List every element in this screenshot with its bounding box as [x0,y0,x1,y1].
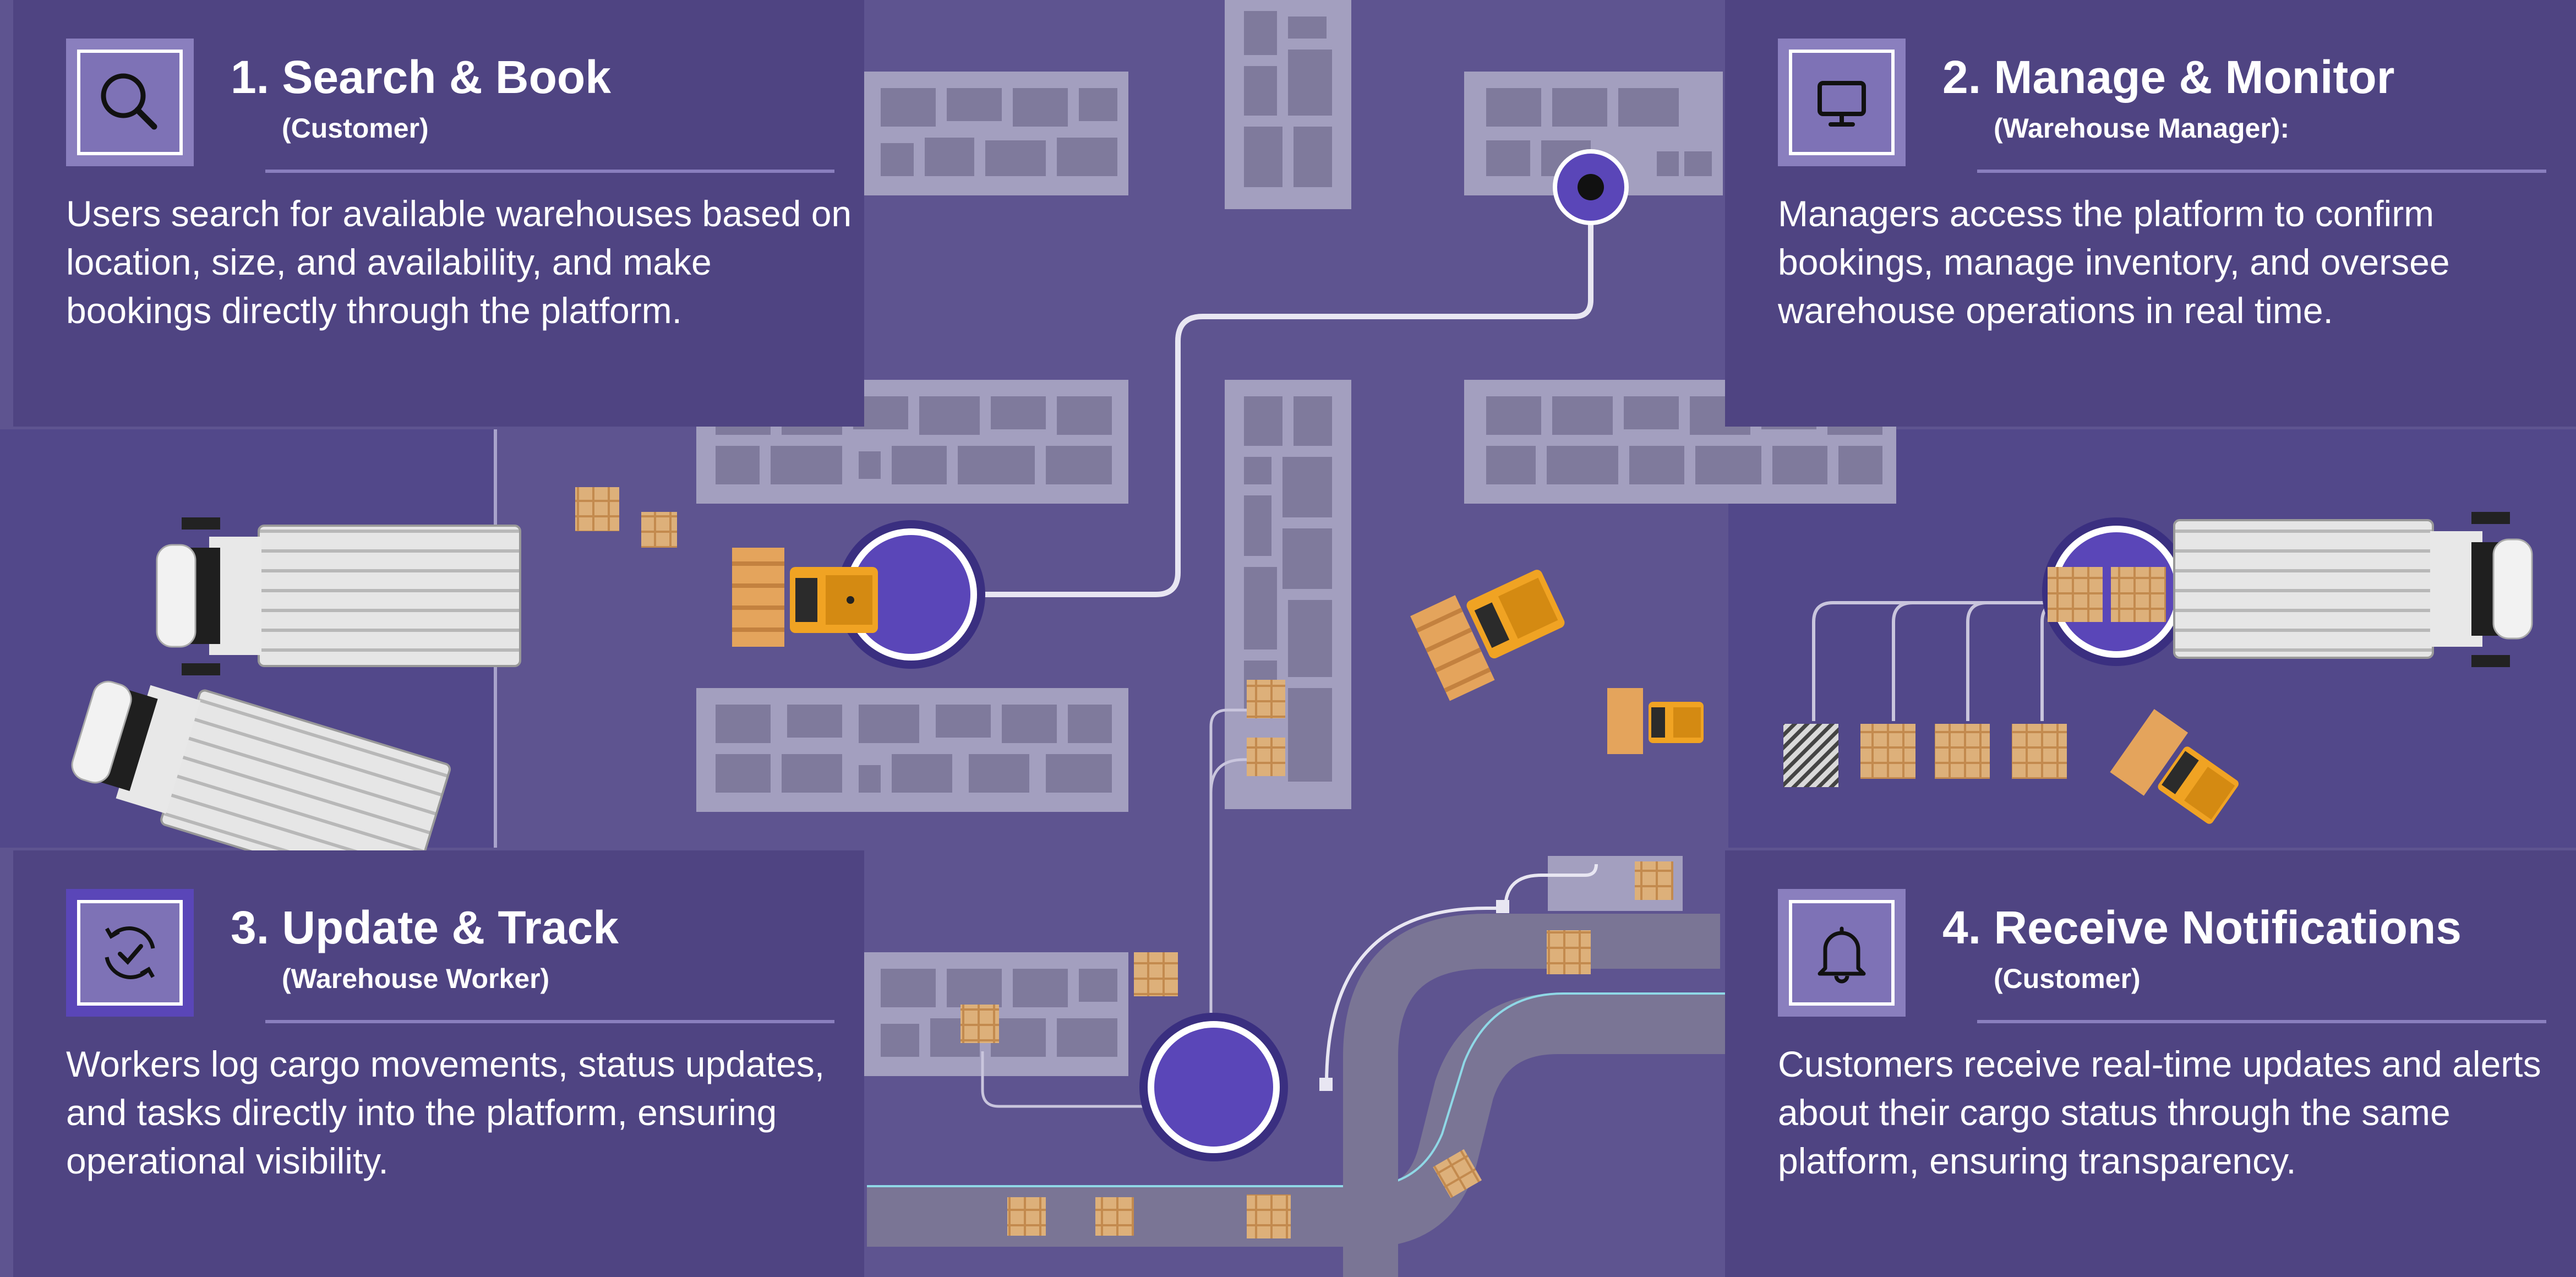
storage-rack [696,688,1128,812]
connection-path [980,209,1593,597]
truck [2173,512,2533,667]
truck [156,517,521,675]
truck [71,680,451,900]
divider [265,170,834,173]
sensor-node [1553,149,1629,225]
step-description: Managers access the platform to confirm … [1778,193,2450,331]
hub-node [837,520,985,669]
hub-node [1139,1013,1288,1161]
connector-end [1319,1078,1333,1091]
connection-path [981,1051,1150,1108]
divider [265,1020,834,1023]
storage-rack [1225,0,1351,209]
step-role: (Customer) [1994,963,2141,994]
search-icon [77,50,183,155]
step-card-update-track: 3. Update & Track (Warehouse Worker) Wor… [13,850,864,1277]
conveyor-spur [1343,914,1720,1277]
storage-rack [1225,380,1351,809]
step-title: 2. Manage & Monitor [1942,51,2395,103]
step-card-search-book: 1. Search & Book (Customer) Users search… [13,0,864,427]
monitor-icon [1789,50,1895,155]
step-title: 3. Update & Track [231,902,619,953]
forklift [1410,570,1565,701]
refresh-check-icon-box [66,889,194,1017]
storage-rack [864,952,1128,1076]
step-card-receive-notifications: 4. Receive Notifications (Customer) Cust… [1725,850,2576,1277]
connector-end [1496,900,1509,913]
connection-path [1504,864,1598,909]
cargo-box [575,487,2166,1238]
search-icon-box [66,39,194,166]
step-role: (Warehouse Worker) [282,963,550,994]
connection-path [1209,708,1266,1013]
step-description: Users search for available warehouses ba… [66,193,852,331]
forklift [732,548,878,647]
bell-icon-box [1778,889,1906,1017]
step-card-manage-monitor: 2. Manage & Monitor (Warehouse Manager):… [1725,0,2576,427]
step-title: 1. Search & Book [231,51,611,103]
step-role: (Customer) [282,113,429,144]
hazard-pallet [1783,724,1838,787]
step-description: Customers receive real-time updates and … [1778,1044,2541,1181]
forklift [1607,688,1704,754]
bell-icon [1789,900,1895,1006]
divider [1977,1020,2546,1023]
forklift [2110,709,2239,824]
conveyor-belt [867,994,1728,1247]
step-description: Workers log cargo movements, status upda… [66,1044,825,1181]
step-title: 4. Receive Notifications [1942,902,2462,953]
storage-rack [864,72,1128,195]
refresh-check-icon [77,900,183,1006]
monitor-icon-box [1778,39,1906,166]
divider [1977,170,2546,173]
sorting-lines [1812,601,2092,721]
step-role: (Warehouse Manager): [1994,113,2290,144]
connection-path [1325,907,1503,1085]
